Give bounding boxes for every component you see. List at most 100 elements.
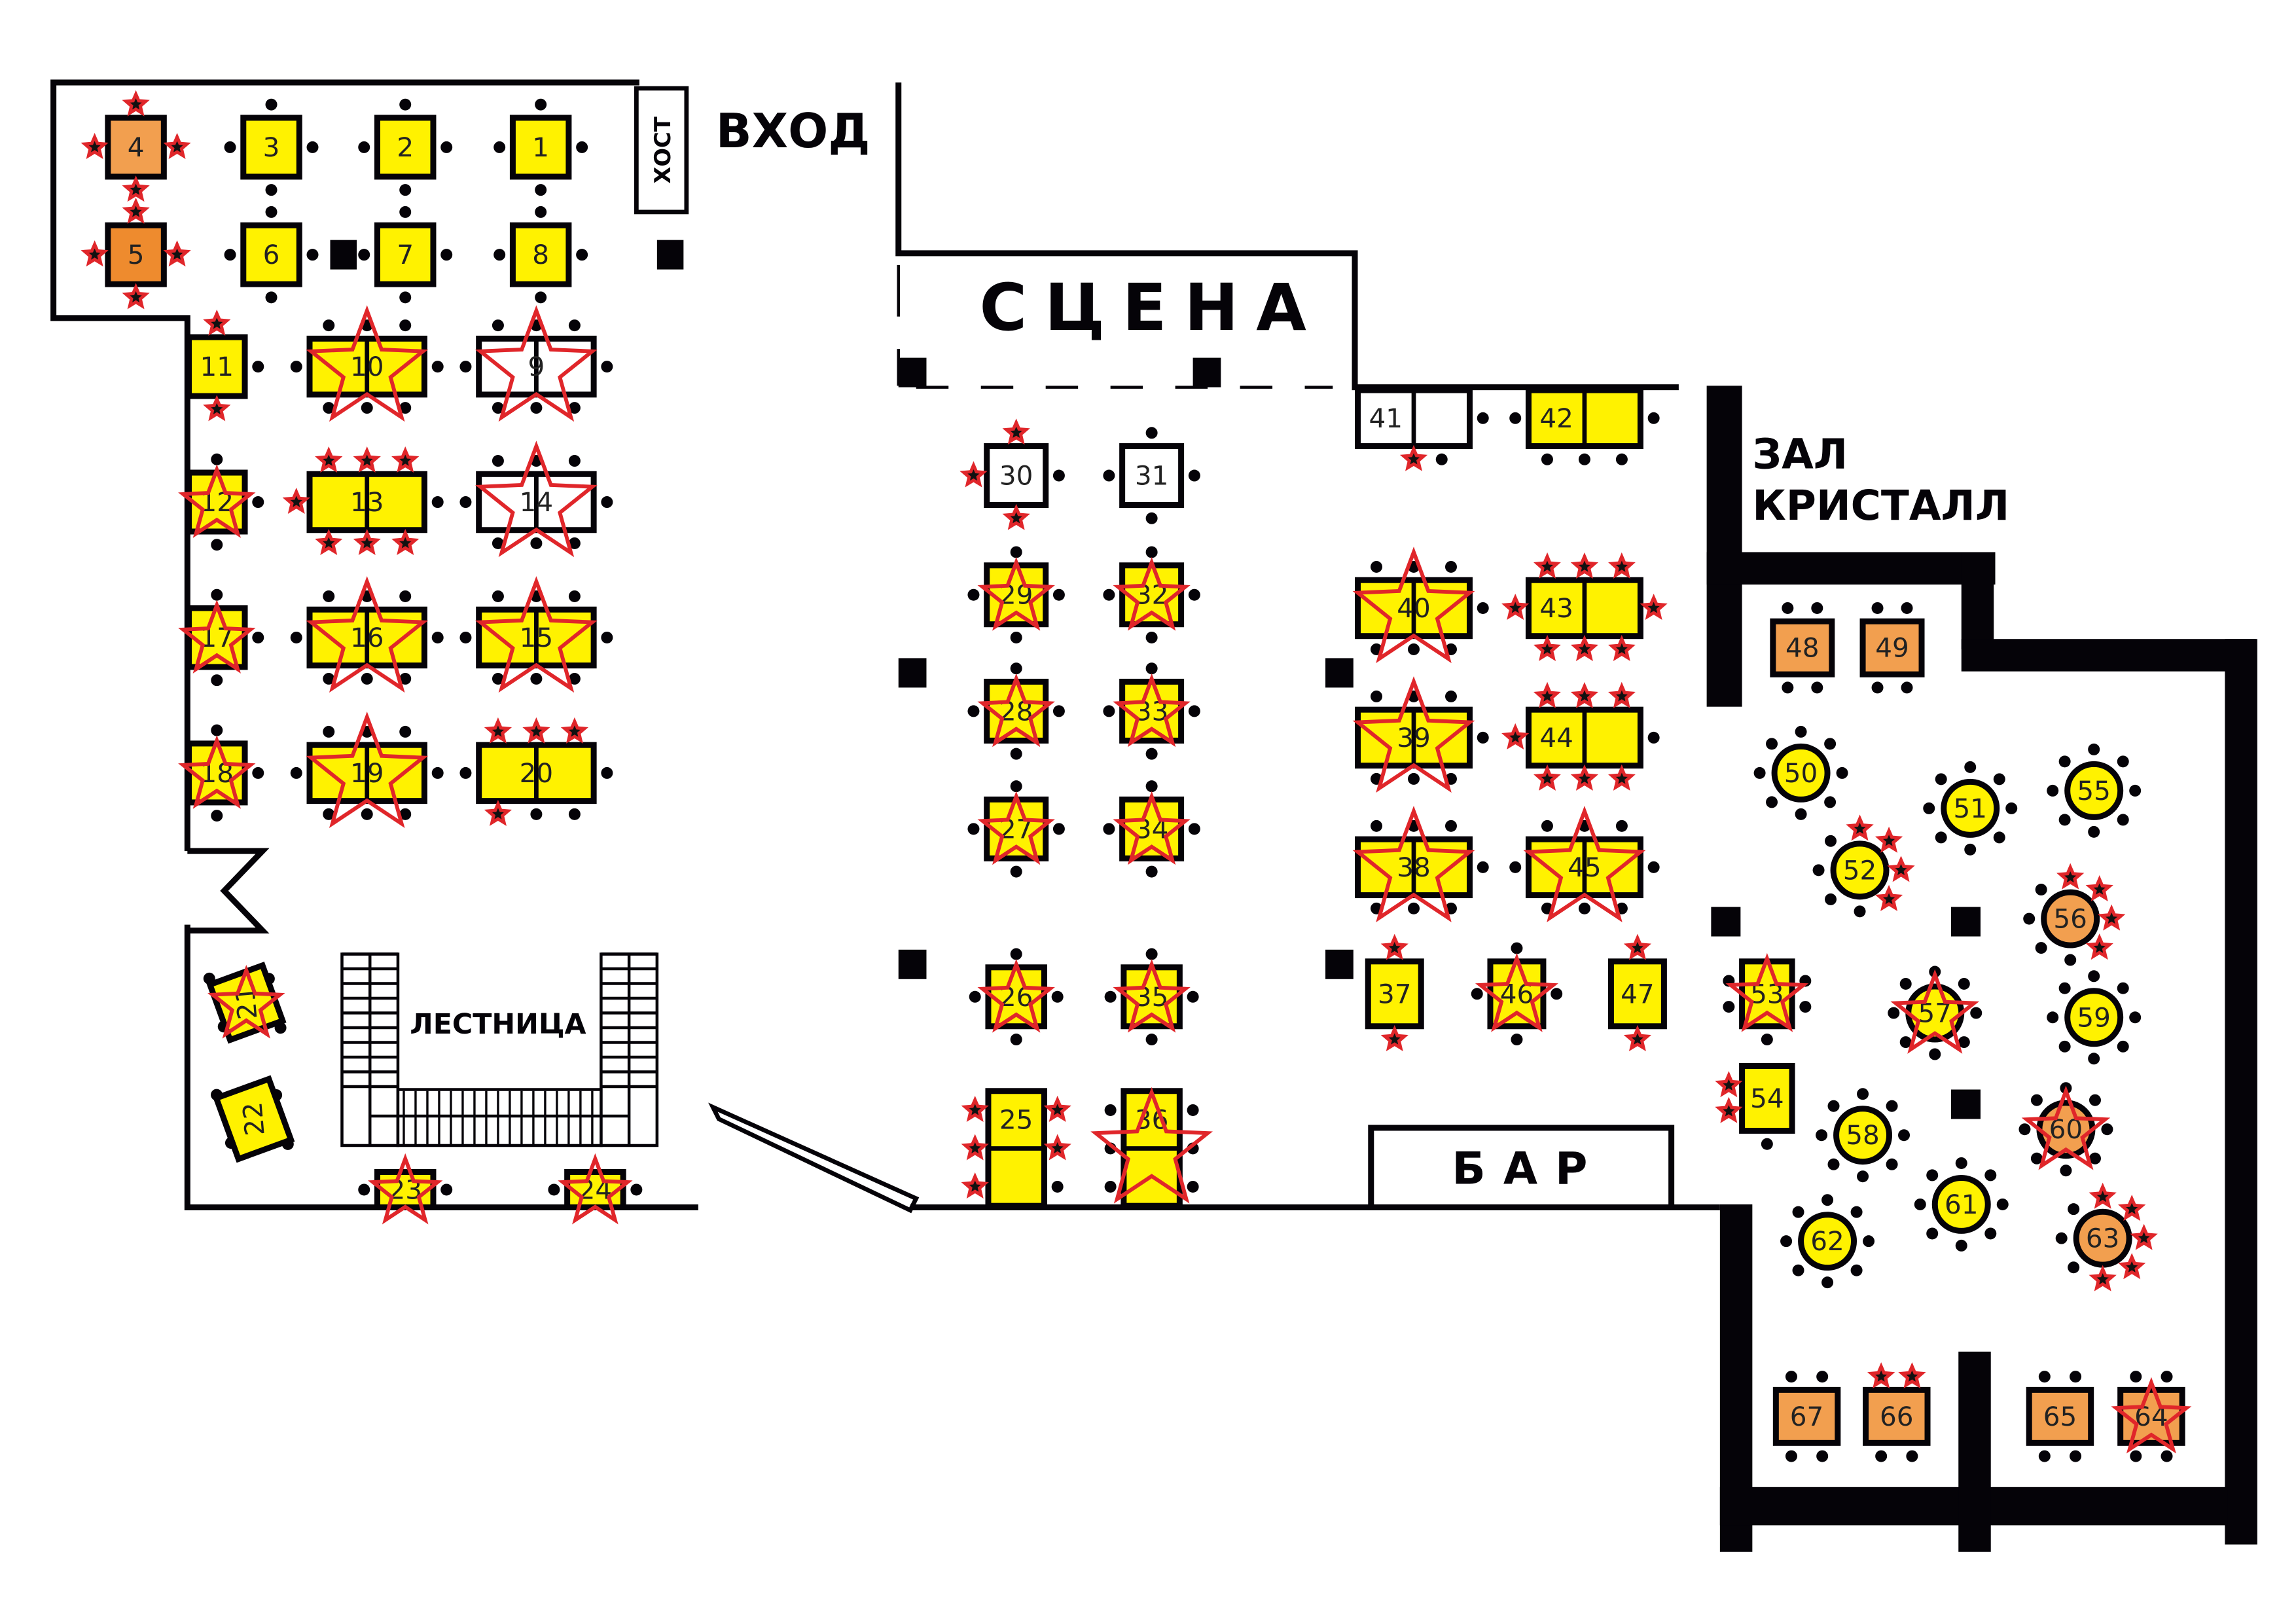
table-35[interactable]: 35 (1104, 948, 1199, 1046)
host-stand (634, 86, 689, 215)
table-36[interactable]: 36 (1090, 1087, 1213, 1209)
chair-icon (1188, 469, 1200, 482)
seat-booked-star-icon (1640, 593, 1668, 620)
table-33[interactable]: 33 (1103, 662, 1200, 760)
table-3[interactable]: 3 (224, 98, 319, 196)
chair-icon (1935, 773, 1947, 785)
chair-icon (1871, 602, 1884, 614)
chair-icon (2058, 814, 2071, 826)
table-63[interactable]: 63 (2055, 1182, 2158, 1291)
table-37[interactable]: 37 (1365, 933, 1424, 1052)
table-60[interactable]: 60 (2018, 1082, 2113, 1177)
seat-booked-star-icon (961, 1172, 989, 1199)
table-12[interactable]: 12 (178, 453, 264, 551)
seat-booked-star-icon (2089, 1265, 2117, 1291)
table-50[interactable]: 50 (1753, 725, 1848, 820)
table-28[interactable]: 28 (967, 662, 1065, 760)
table-15[interactable]: 15 (459, 576, 613, 693)
table-24[interactable]: 24 (548, 1153, 643, 1225)
table-59[interactable]: 59 (2047, 970, 2142, 1065)
table-8[interactable]: 8 (493, 206, 588, 304)
hall-label-line1: ЗАЛ (1752, 430, 1848, 478)
booked-star-icon (306, 712, 429, 829)
table-32[interactable]: 32 (1103, 546, 1200, 643)
table-30[interactable]: 30 (960, 418, 1065, 530)
bar-counter (1368, 1125, 1675, 1210)
chair-icon (290, 361, 302, 373)
table-51[interactable]: 51 (1923, 761, 2018, 856)
table-26[interactable]: 26 (969, 948, 1064, 1046)
seat-booked-star-icon (122, 90, 150, 117)
table-6[interactable]: 6 (224, 206, 319, 304)
table-5[interactable]: 5 (81, 197, 191, 310)
table-43[interactable]: 43 (1501, 552, 1668, 661)
chair-icon (493, 141, 506, 153)
table-9[interactable]: 9 (459, 305, 613, 422)
chair-icon (1929, 1048, 1941, 1060)
seat-booked-star-icon (2118, 1253, 2146, 1280)
chair-icon (1145, 748, 1158, 760)
table-1[interactable]: 1 (493, 98, 588, 196)
table-13[interactable]: 13 (282, 446, 444, 556)
chair-icon (535, 291, 547, 304)
seat-booked-star-icon (391, 446, 420, 473)
table-52[interactable]: 52 (1812, 814, 1915, 918)
seat-booked-star-icon (1002, 503, 1030, 530)
table-31[interactable]: 31 (1103, 427, 1200, 524)
table-41[interactable]: 41 (1355, 387, 1489, 471)
table-2[interactable]: 2 (358, 98, 453, 196)
table-42[interactable]: 42 (1509, 387, 1660, 465)
table-44[interactable]: 44 (1501, 681, 1660, 791)
table-61[interactable]: 61 (1914, 1157, 2009, 1252)
table-62[interactable]: 62 (1780, 1194, 1875, 1289)
table-45[interactable]: 45 (1509, 806, 1660, 922)
booked-star-icon (977, 556, 1055, 631)
chair-icon (211, 674, 223, 687)
seat-booked-star-icon (1501, 593, 1530, 620)
wall-left-lower (187, 848, 270, 934)
table-4[interactable]: 4 (81, 90, 191, 202)
table-53[interactable]: 53 (1723, 952, 1812, 1046)
table-49[interactable]: 49 (1859, 602, 1925, 694)
table-23[interactable]: 23 (358, 1153, 453, 1225)
chair-icon (1964, 843, 1977, 856)
table-top (2026, 1386, 2094, 1446)
table-55[interactable]: 55 (2047, 743, 2142, 838)
table-27[interactable]: 27 (967, 780, 1065, 878)
table-25[interactable]: 25 (961, 1088, 1071, 1209)
table-64[interactable]: 64 (2111, 1371, 2192, 1462)
table-47[interactable]: 47 (1607, 933, 1667, 1052)
table-46[interactable]: 46 (1471, 942, 1563, 1046)
table-54[interactable]: 54 (1715, 1063, 1795, 1150)
booked-star-icon (1890, 969, 1980, 1054)
chair-icon (492, 402, 504, 414)
table-20[interactable]: 20 (459, 717, 613, 826)
table-57[interactable]: 57 (1888, 965, 1982, 1060)
table-16[interactable]: 16 (290, 576, 444, 693)
table-58[interactable]: 58 (1816, 1088, 1910, 1183)
table-34[interactable]: 34 (1103, 780, 1200, 878)
table-29[interactable]: 29 (967, 546, 1065, 643)
table-65[interactable]: 65 (2026, 1371, 2094, 1462)
table-14[interactable]: 14 (459, 441, 613, 558)
table-18[interactable]: 18 (178, 724, 264, 822)
booked-star-icon (1352, 547, 1475, 664)
table-66[interactable]: 66 (1863, 1362, 1931, 1462)
table-17[interactable]: 17 (178, 588, 264, 687)
chair-icon (1145, 865, 1158, 878)
table-56[interactable]: 56 (2023, 863, 2126, 966)
table-21[interactable]: 21 (199, 952, 294, 1053)
chair-icon (290, 767, 302, 779)
table-48[interactable]: 48 (1770, 602, 1835, 694)
table-40[interactable]: 40 (1352, 547, 1489, 664)
table-39[interactable]: 39 (1352, 676, 1489, 793)
seat-booked-star-icon (484, 799, 512, 826)
chair-icon (431, 496, 444, 509)
table-67[interactable]: 67 (1772, 1371, 1841, 1462)
table-22[interactable]: 22 (206, 1068, 301, 1170)
table-19[interactable]: 19 (290, 712, 444, 829)
table-38[interactable]: 38 (1352, 806, 1489, 922)
table-7[interactable]: 7 (358, 206, 453, 304)
table-11[interactable]: 11 (186, 309, 264, 422)
table-10[interactable]: 10 (290, 305, 444, 422)
